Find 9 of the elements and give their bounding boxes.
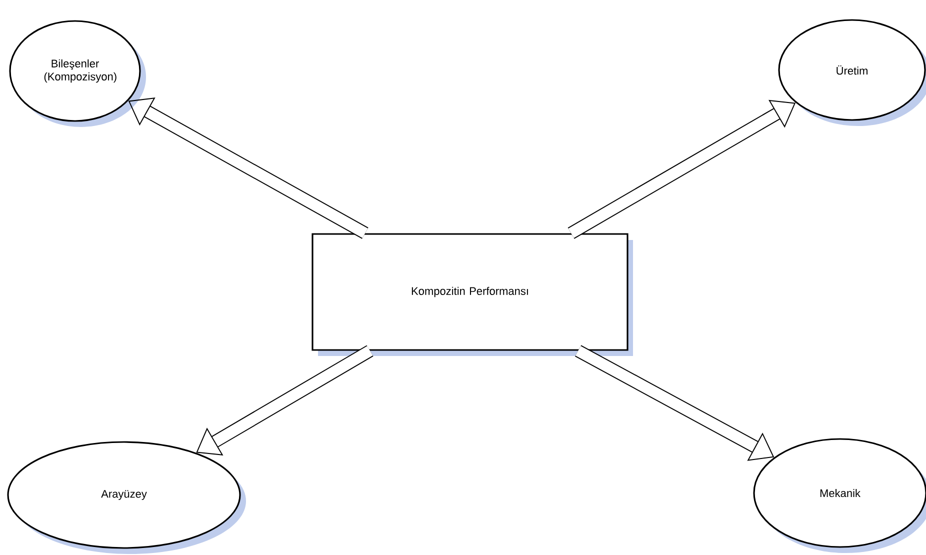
process-box: Kompozitin Performansı bbox=[312, 233, 628, 351]
ellipse-node: Mekanik bbox=[753, 438, 926, 548]
node-label: Üretim bbox=[836, 65, 868, 75]
ellipse-node: Üretim bbox=[778, 19, 926, 121]
ellipse-node: Arayüzey bbox=[7, 441, 241, 549]
ellipse-node: Bileşenler (Kompozisyon) bbox=[9, 20, 141, 122]
node-label: Arayüzey bbox=[101, 490, 147, 500]
block-arrow bbox=[196, 345, 374, 456]
node-label: Mekanik bbox=[820, 488, 860, 498]
